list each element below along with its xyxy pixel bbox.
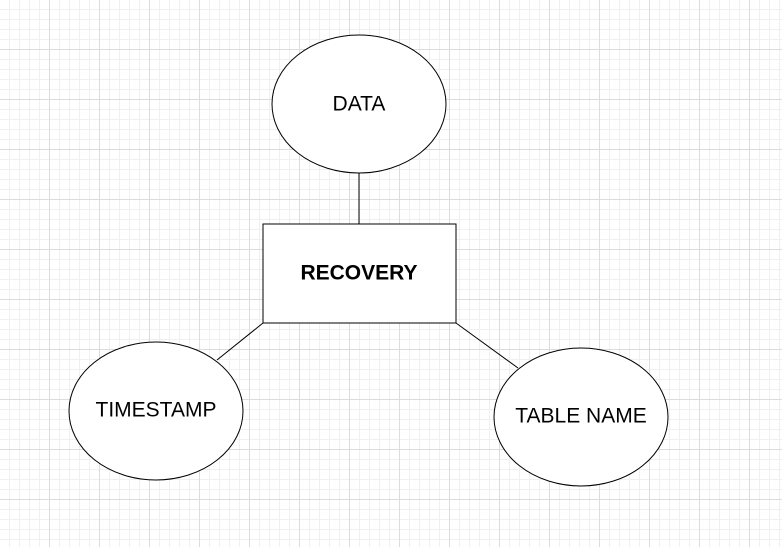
entity-recovery-rect[interactable] — [262, 223, 457, 324]
attribute-timestamp-label: TIMESTAMP — [96, 399, 217, 422]
attribute-data-ellipse[interactable] — [271, 34, 447, 174]
attribute-timestamp[interactable]: TIMESTAMP — [68, 341, 244, 481]
connector-tablename-recovery[interactable] — [455, 322, 519, 369]
entity-recovery-label: RECOVERY — [300, 262, 417, 285]
attribute-table-name-label: TABLE NAME — [515, 405, 646, 428]
attribute-table-name[interactable]: TABLE NAME — [493, 347, 669, 487]
attribute-table-name-ellipse[interactable] — [493, 347, 669, 487]
attribute-data[interactable]: DATA — [271, 34, 447, 174]
attribute-timestamp-ellipse[interactable] — [68, 341, 244, 481]
connector-timestamp-recovery[interactable] — [216, 322, 264, 361]
entity-recovery[interactable]: RECOVERY — [262, 223, 457, 324]
attribute-data-label: DATA — [333, 93, 386, 116]
